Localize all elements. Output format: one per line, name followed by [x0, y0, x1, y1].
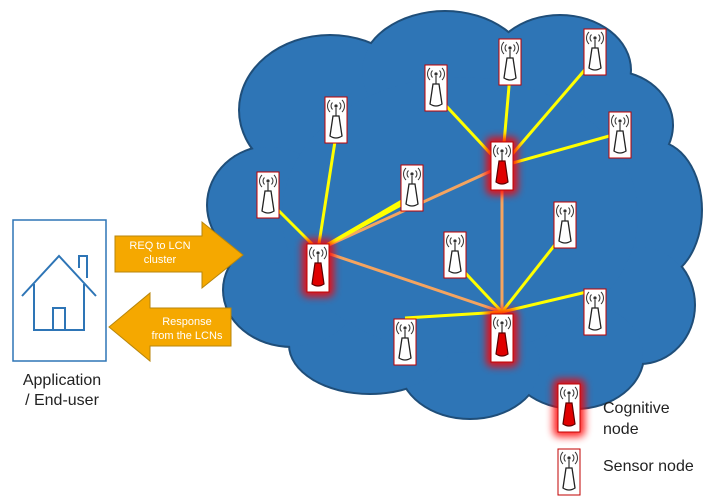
- house-icon: [21, 254, 97, 331]
- sensor-node: [443, 231, 467, 279]
- legend-cognitive-label-line2: node: [603, 421, 639, 438]
- cognitive-link: [317, 248, 503, 314]
- legend: [553, 379, 585, 496]
- cognitive-nodes: [302, 137, 518, 367]
- sensor-node: [583, 288, 607, 336]
- end-user-box: [12, 219, 107, 362]
- sensor-link: [404, 310, 503, 320]
- sensor-nodes: [256, 28, 632, 366]
- end-user-label-line1: Application: [23, 372, 101, 389]
- sensor-node: [553, 201, 577, 249]
- response-arrow: [108, 291, 232, 363]
- legend-cognitive-label-line1: Cognitive: [603, 400, 670, 417]
- request-arrow-label-line2: cluster: [144, 254, 177, 266]
- end-user-label-line2: / End-user: [25, 392, 99, 409]
- response-arrow-label-line1: Response: [162, 316, 212, 328]
- sensor-node: [608, 111, 632, 159]
- cognitive-node: [486, 137, 518, 195]
- network-cloud: [206, 10, 703, 420]
- cognitive-node: [302, 239, 334, 297]
- request-arrow: [114, 220, 244, 290]
- legend-sensor-label: Sensor node: [603, 458, 694, 475]
- sensor-node: [256, 171, 280, 219]
- sensor-node: [324, 96, 348, 144]
- sensor-node: [400, 164, 424, 212]
- sensor-node: [498, 38, 522, 86]
- sensor-node: [583, 28, 607, 76]
- legend-cognitive-icon: [553, 379, 585, 437]
- sensor-link: [316, 134, 338, 251]
- request-arrow-label-line1: REQ to LCN: [129, 240, 190, 252]
- response-arrow-label-line2: from the LCNs: [152, 330, 223, 342]
- sensor-link: [501, 131, 621, 168]
- sensor-link: [501, 288, 596, 314]
- legend-sensor-icon: [557, 448, 581, 496]
- cognitive-node: [486, 309, 518, 367]
- sensor-node: [393, 318, 417, 366]
- sensor-node: [424, 64, 448, 112]
- sensor-link: [317, 193, 413, 252]
